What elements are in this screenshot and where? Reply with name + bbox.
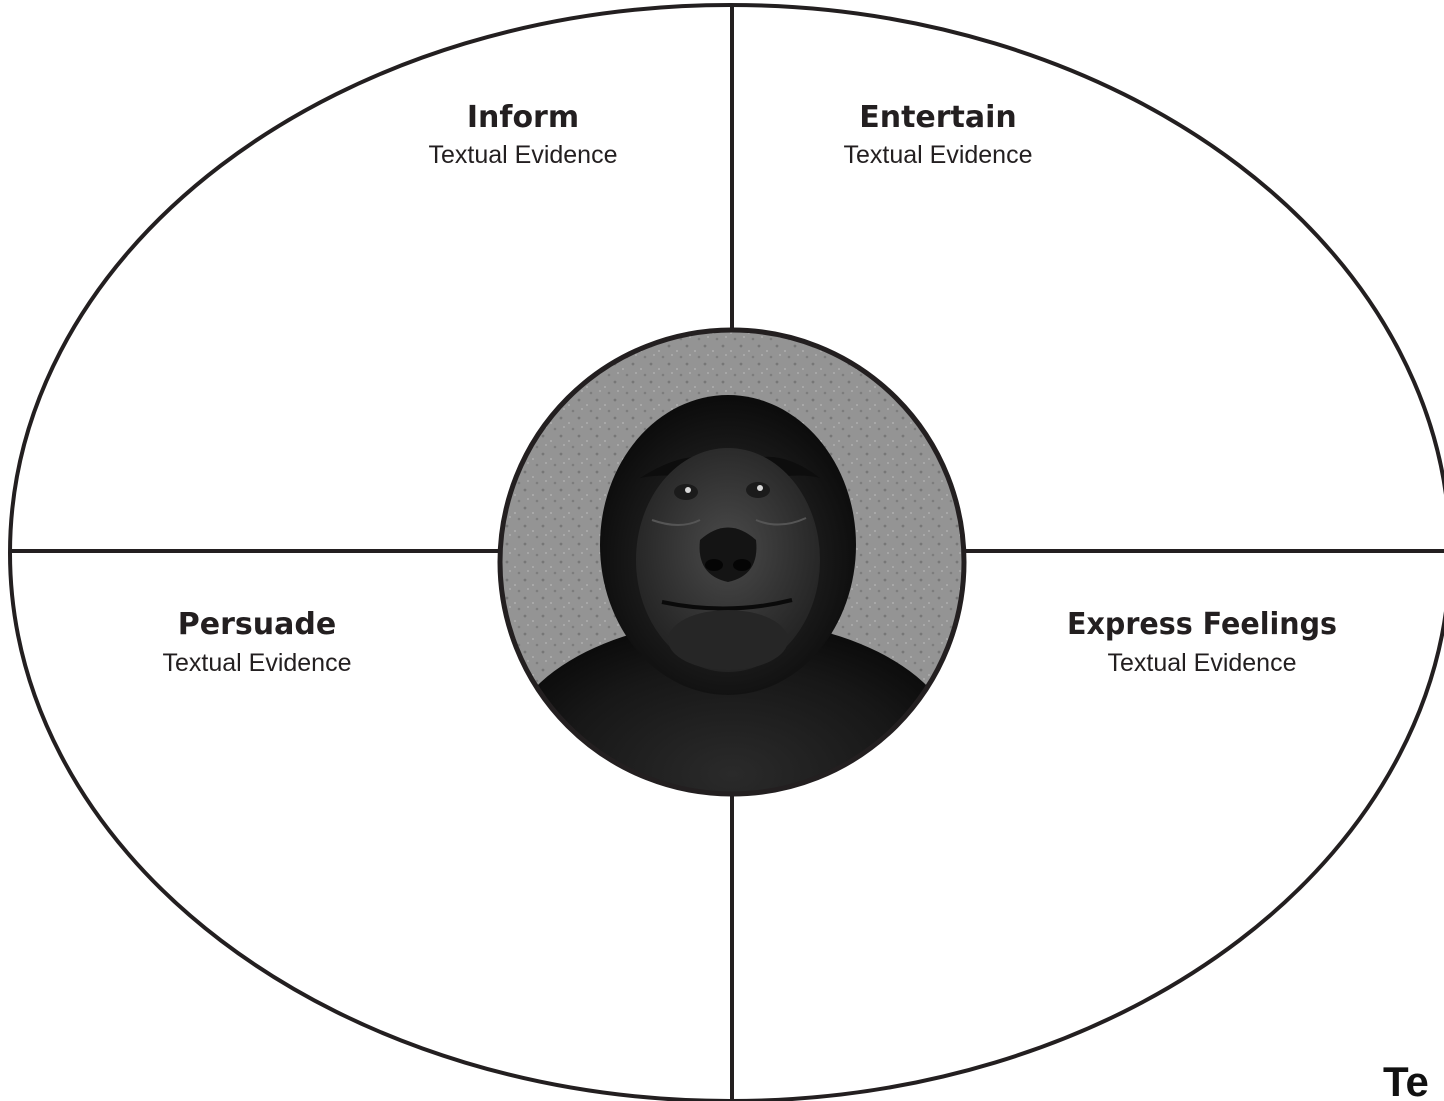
persuade-title: Persuade [178,607,336,642]
express-feelings-title: Express Feelings [1067,607,1337,642]
entertain-subtitle: Textual Evidence [843,141,1032,169]
persuade-subtitle: Textual Evidence [162,649,351,677]
gorilla-photo [500,330,964,794]
express-feelings-subtitle: Textual Evidence [1107,649,1296,677]
center-circle-border [497,327,967,797]
inform-title: Inform [467,100,579,135]
inform-subtitle: Textual Evidence [428,141,617,169]
entertain-title: Entertain [859,100,1017,135]
corner-text: Te [1383,1058,1429,1101]
